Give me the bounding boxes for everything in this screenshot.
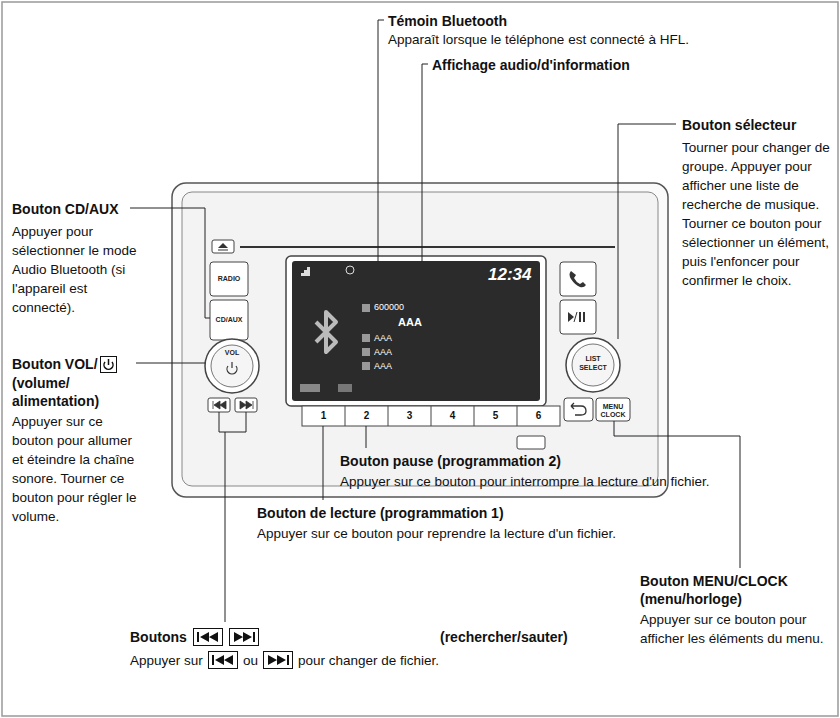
button-label: LIST bbox=[573, 355, 613, 363]
callout-heading: Bouton VOL/ bbox=[12, 355, 98, 373]
callout-heading: (rechercher/sauter) bbox=[440, 628, 568, 646]
callout-heading: Bouton de lecture (programmation 1) bbox=[257, 504, 504, 522]
callout-heading: (volume/ alimentation) bbox=[12, 374, 124, 410]
display-text: AAA bbox=[374, 347, 392, 358]
button-label: RADIO bbox=[210, 275, 248, 283]
callout-text: Apparaît lorsque le téléphone est connec… bbox=[388, 30, 828, 49]
callout-text: Appuyer sur ce bouton pour interrompre l… bbox=[340, 472, 710, 491]
callout-heading: Bouton sélecteur bbox=[682, 116, 796, 134]
button-label: MENU bbox=[596, 403, 630, 411]
callout-heading: Affichage audio/d'information bbox=[432, 56, 630, 74]
display-text: AAA bbox=[374, 361, 392, 372]
power-icon bbox=[100, 356, 117, 373]
display-text: 600000 bbox=[374, 302, 404, 313]
preset-number: 5 bbox=[486, 410, 506, 422]
preset-number: 1 bbox=[314, 410, 334, 422]
seek-forward-icon bbox=[263, 651, 293, 669]
callout-text: pour changer de fichier. bbox=[298, 651, 439, 670]
display-text: AAA bbox=[374, 333, 392, 344]
callout-text: Appuyer sur ce bouton pour reprendre la … bbox=[257, 524, 616, 543]
callout-text: Tourner pour changer de groupe. Appuyer … bbox=[682, 138, 834, 290]
button-label: CLOCK bbox=[596, 411, 630, 419]
callout-text: ou bbox=[243, 651, 258, 670]
preset-number: 6 bbox=[529, 410, 549, 422]
button-label: CD/AUX bbox=[210, 316, 248, 324]
display-text: 12:34 bbox=[488, 265, 531, 285]
callout-heading: Bouton MENU/CLOCK (menu/horloge) bbox=[640, 572, 830, 608]
callout-heading: Bouton pause (programmation 2) bbox=[340, 452, 561, 470]
button-label: SELECT bbox=[573, 364, 613, 372]
preset-number: 3 bbox=[400, 410, 420, 422]
preset-number: 4 bbox=[443, 410, 463, 422]
preset-number: 2 bbox=[357, 410, 377, 422]
callout-text: Appuyer sur bbox=[130, 651, 203, 670]
callout-heading: Bouton CD/AUX bbox=[12, 200, 119, 218]
callout-heading: Boutons bbox=[130, 628, 187, 646]
callout-text: Appuyer sur ce bouton pour allumer et ét… bbox=[12, 412, 147, 526]
display-text: AAA bbox=[380, 316, 440, 329]
seek-back-icon bbox=[208, 651, 238, 669]
seek-back-icon bbox=[193, 628, 223, 646]
callout-text: Appuyer pour sélectionner le mode Audio … bbox=[12, 222, 144, 317]
callout-heading: Témoin Bluetooth bbox=[388, 12, 507, 30]
seek-forward-icon bbox=[229, 628, 259, 646]
button-label: VOL bbox=[212, 349, 252, 357]
callout-text: Appuyer sur ce bouton pour afficher les … bbox=[640, 610, 830, 648]
